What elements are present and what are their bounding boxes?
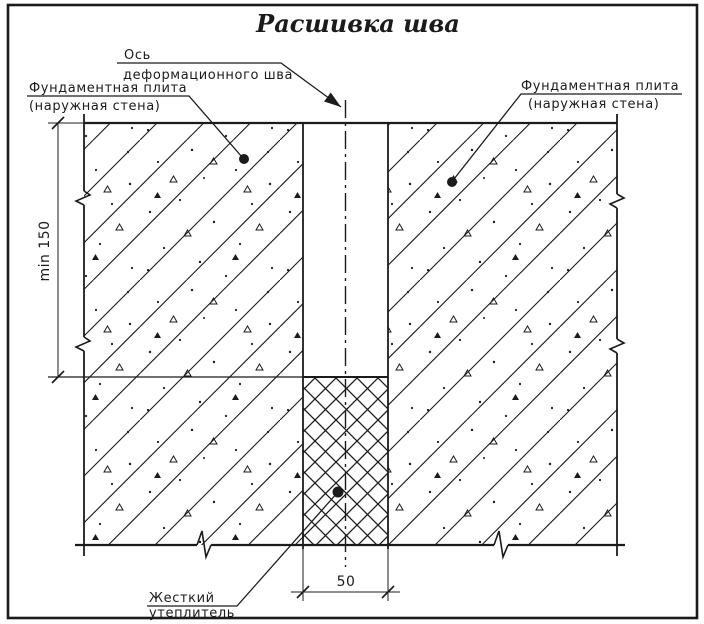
label-right-plate: Фундаментная плита (наружная стена) <box>447 79 682 187</box>
insulation-leader-line <box>147 491 339 607</box>
label-joint-axis: Ось деформационного шва <box>117 48 342 108</box>
left-foundation-slab <box>84 123 303 545</box>
dim-tick <box>296 585 310 599</box>
dim-tick <box>51 370 65 384</box>
dim-text-50: 50 <box>337 574 356 590</box>
left-plate-label-line2: (наружная стена) <box>29 99 160 114</box>
left-plate-leader-dot <box>239 154 249 164</box>
right-plate-label-line1: Фундаментная плита <box>521 79 679 94</box>
slab-outlines <box>48 114 626 560</box>
label-left-plate: Фундаментная плита (наружная стена) <box>27 81 249 164</box>
left-plate-label-line1: Фундаментная плита <box>29 81 187 96</box>
dim-text-min150: min 150 <box>37 220 53 281</box>
dimension-joint-width: 50 <box>291 549 400 601</box>
left-plate-leader-line <box>27 95 243 158</box>
right-plate-label-line2: (наружная стена) <box>528 97 659 112</box>
right-plate-leader-line <box>453 93 682 180</box>
drawing-frame <box>6 3 699 620</box>
right-foundation-slab <box>388 123 617 545</box>
insulation-label-line2: утеплитель <box>149 606 235 621</box>
dimension-joint-depth: min 150 <box>37 116 65 384</box>
right-plate-leader-dot <box>447 177 457 187</box>
joint-axis-label-line2: деформационного шва <box>123 68 293 83</box>
joint-axis-label-line1: Ось <box>124 48 151 63</box>
joint-axis-leader-line <box>117 62 342 108</box>
drawing-title: Расшивка шва <box>255 9 460 38</box>
dim-tick <box>51 116 65 130</box>
dim-tick <box>381 585 395 599</box>
insulation-leader-dot <box>332 486 344 498</box>
insulation-label-line1: Жесткий <box>149 591 215 606</box>
label-insulation: Жесткий утеплитель <box>147 486 344 621</box>
